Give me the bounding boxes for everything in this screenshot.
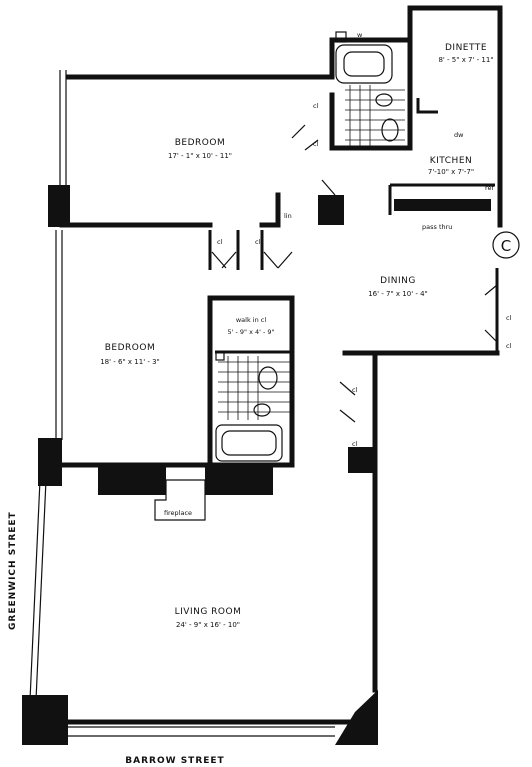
dining-dims: 16' - 7" x 10' - 4" xyxy=(368,290,428,298)
street-labels: GREENWICH STREET BARROW STREET xyxy=(8,511,224,766)
dining-name: DINING xyxy=(380,276,416,286)
closet-label: cl xyxy=(352,386,358,394)
pass-thru-label: pass thru xyxy=(422,223,452,231)
doors xyxy=(211,124,498,423)
greenwich-street-label: GREENWICH STREET xyxy=(8,511,18,630)
fireplace-label: fireplace xyxy=(164,509,192,517)
linen-closet-label: lin xyxy=(284,212,292,220)
closet-label: cl xyxy=(313,140,319,148)
kitchen-name: KITCHEN xyxy=(430,156,473,166)
bedroom2-dims: 18' - 6" x 11' - 3" xyxy=(100,358,160,366)
fireplace: fireplace xyxy=(154,479,206,521)
bedroom2-name: BEDROOM xyxy=(105,343,155,353)
closet-label: cl xyxy=(255,238,261,246)
closet-label: cl xyxy=(217,238,223,246)
walls xyxy=(37,5,503,725)
dinette-dims: 8' - 5" x 7' - 11" xyxy=(438,56,493,64)
closet-label: cl xyxy=(506,342,512,350)
living-room-name: LIVING ROOM xyxy=(175,607,242,617)
barrow-street-label: BARROW STREET xyxy=(125,756,224,766)
kitchen-dims: 7'-10" x 7'-7" xyxy=(428,168,474,176)
unit-marker-label: C xyxy=(501,237,511,255)
room-labels: DINETTE 8' - 5" x 7' - 11" KITCHEN 7'-10… xyxy=(100,43,493,629)
south-window-wall xyxy=(68,726,335,737)
bathroom-upper: w xyxy=(335,31,405,146)
refrigerator-label: ref xyxy=(485,184,495,192)
closet-label: cl xyxy=(506,314,512,322)
closet-label: cl xyxy=(352,440,358,448)
west-window-wall xyxy=(29,70,67,701)
bedroom1-dims: 17' - 1" x 10' - 11" xyxy=(168,152,232,160)
bathroom-lower xyxy=(215,351,290,462)
walkin-closet-name: walk in cl xyxy=(236,316,267,324)
walkin-closet-dims: 5' - 9" x 4' - 9" xyxy=(227,328,274,336)
piers xyxy=(22,185,491,745)
dishwasher-label: dw xyxy=(454,131,464,139)
dinette-name: DINETTE xyxy=(445,43,487,53)
unit-marker: C xyxy=(492,231,520,259)
bedroom1-name: BEDROOM xyxy=(175,138,225,148)
fixture-labels: cl cl cl cl cl cl cl cl lin dw ref pass … xyxy=(217,102,512,448)
washer-label: w xyxy=(357,31,363,39)
closet-label: cl xyxy=(313,102,319,110)
living-room-dims: 24' - 9" x 16' - 10" xyxy=(176,621,240,629)
